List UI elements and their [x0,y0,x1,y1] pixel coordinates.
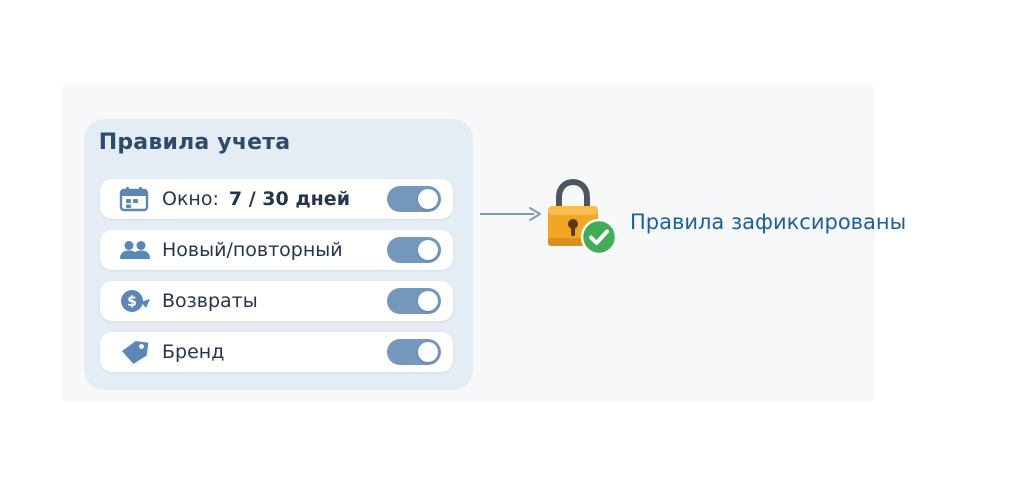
rule-label-brand: Бренд [162,341,225,363]
refunds-toggle[interactable] [387,288,441,314]
rule-row-brand: Бренд [100,332,453,372]
new-returning-toggle[interactable] [387,237,441,263]
svg-text:$: $ [127,294,137,310]
rule-row-refunds: $ Возвраты [100,281,453,321]
brand-toggle[interactable] [387,339,441,365]
toggle-knob [418,291,438,311]
rule-row-window: Окно:7 / 30 дней [100,179,453,219]
panel-title: Правила учета [98,130,291,155]
rule-label-refunds: Возвраты [162,290,258,312]
users-icon [118,237,152,263]
rule-row-new-returning: Новый/повторный [100,230,453,270]
refund-icon: $ [118,288,152,314]
rule-label-new-returning: Новый/повторный [162,239,343,261]
window-toggle[interactable] [387,186,441,212]
toggle-knob [418,342,438,362]
calendar-icon [118,186,152,212]
arrow-right-icon [480,207,541,221]
rules-list: Окно:7 / 30 дней Новый/повторный $ Возвр… [100,179,453,383]
tag-icon [118,339,152,365]
toggle-knob [418,240,438,260]
rules-locked-label: Правила зафиксированы [630,210,907,234]
window-value: 7 / 30 дней [228,188,351,210]
check-icon [580,218,618,256]
toggle-knob [418,189,438,209]
rule-label-window: Окно:7 / 30 дней [162,188,351,210]
